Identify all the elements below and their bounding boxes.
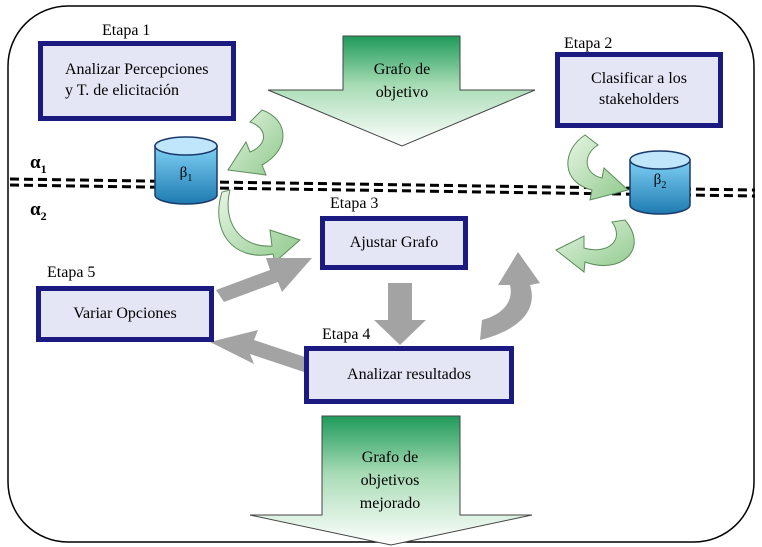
box-variar-opciones-text: Variar Opciones xyxy=(73,304,177,322)
alpha2-symbol: α xyxy=(30,199,41,220)
box-ajustar-grafo: Ajustar Grafo xyxy=(320,216,468,270)
top-arrow-line1: Grafo de xyxy=(373,61,431,78)
bottom-output-arrow xyxy=(249,415,533,546)
bottom-arrow-line1: Grafo de xyxy=(361,449,419,466)
box-variar-opciones: Variar Opciones xyxy=(36,286,214,342)
top-arrow-text: Grafo de objetivo xyxy=(352,58,452,104)
db2-subscript: 2 xyxy=(661,180,667,191)
curved-arrow-db1-to-box3 xyxy=(218,189,301,263)
box-analizar-percepciones: Analizar Percepciones y T. de elicitació… xyxy=(38,41,236,121)
box-clasificar-stakeholders: Clasificar a los stakeholders xyxy=(555,52,723,128)
database-beta2 xyxy=(629,150,691,215)
box-clasificar-line2: stakeholders xyxy=(599,91,679,108)
bottom-arrow-line3: mejorado xyxy=(359,495,421,513)
box-analizar-percepciones-line1: Analizar Percepciones xyxy=(65,61,209,79)
curved-arrow-box2-to-db2 xyxy=(567,134,630,201)
stage2-label: Etapa 2 xyxy=(564,35,613,52)
box-analizar-percepciones-line2: y T. de elicitación xyxy=(65,82,180,99)
gray-arrow-box3-to-box4 xyxy=(374,283,426,345)
box-clasificar-line1: Clasificar a los xyxy=(591,70,687,88)
db2-beta: β xyxy=(653,172,662,188)
curved-arrow-box1-to-db1 xyxy=(227,109,284,176)
box-analizar-resultados: Analizar resultados xyxy=(304,346,514,404)
alpha1-subscript: 1 xyxy=(40,161,47,176)
db1-subscript: 1 xyxy=(187,173,193,184)
db2-label: β2 xyxy=(630,172,690,191)
alpha2-label: α2 xyxy=(30,199,47,224)
box-analizar-resultados-text: Analizar resultados xyxy=(347,365,471,383)
alpha1-symbol: α xyxy=(30,152,41,173)
curved-arrow-db2-to-box4 xyxy=(555,219,635,273)
gray-arrow-box5-to-box3 xyxy=(216,258,312,302)
gray-arrow-box4-to-db2 xyxy=(480,252,540,340)
stage5-label: Etapa 5 xyxy=(47,264,96,281)
alpha2-subscript: 2 xyxy=(40,208,47,223)
bottom-arrow-line2: objetivos xyxy=(360,472,420,490)
stage3-label: Etapa 3 xyxy=(330,195,379,212)
stage4-label: Etapa 4 xyxy=(322,326,371,343)
stage1-label: Etapa 1 xyxy=(102,22,151,39)
alpha1-label: α1 xyxy=(30,152,47,177)
gray-arrow-box4-to-box5 xyxy=(210,330,308,372)
bottom-arrow-text: Grafo de objetivos mejorado xyxy=(340,446,440,516)
database-beta1 xyxy=(154,136,218,205)
db1-label: β1 xyxy=(156,165,216,184)
top-arrow-line2: objetivo xyxy=(375,84,429,102)
top-output-arrow xyxy=(267,35,536,147)
db1-beta: β xyxy=(179,165,188,181)
box-ajustar-grafo-text: Ajustar Grafo xyxy=(349,233,439,251)
